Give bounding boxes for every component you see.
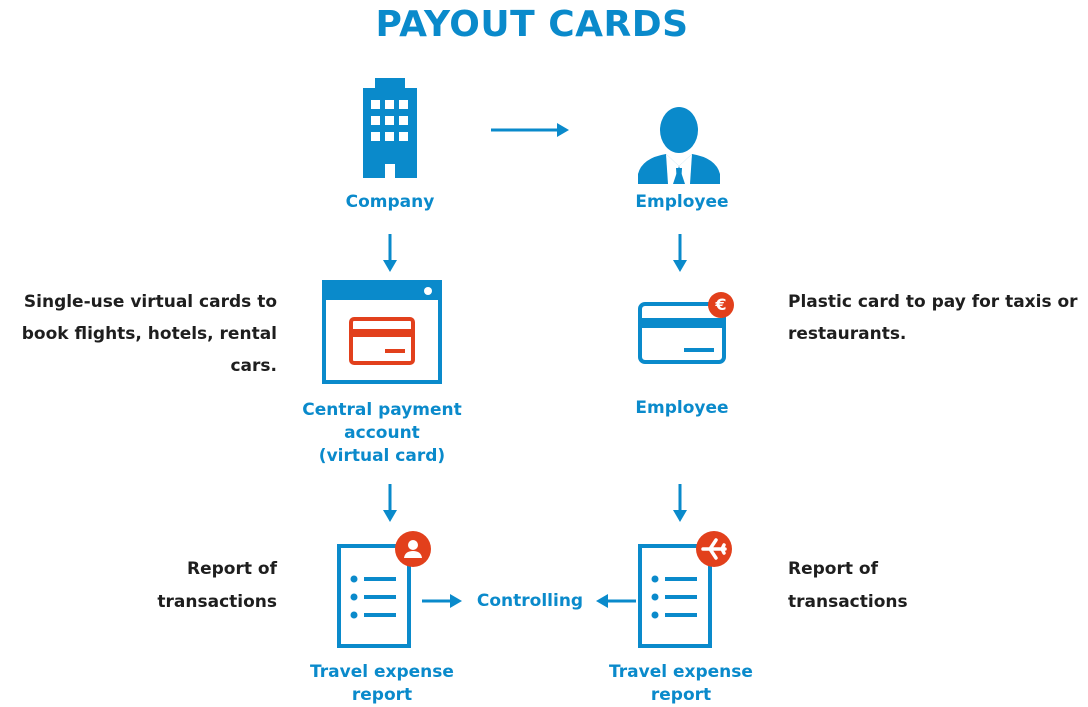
credit-card-icon xyxy=(638,292,734,364)
travel-right-label-2: report xyxy=(650,685,712,705)
arrow-down-icon xyxy=(383,484,397,522)
person-icon xyxy=(638,107,720,184)
user-badge-icon xyxy=(395,531,431,567)
arrow-down-icon xyxy=(383,234,397,272)
plastic-card-desc-2: restaurants. xyxy=(788,324,907,344)
arrow-down-icon xyxy=(673,484,687,522)
report-right-desc-1: Report of xyxy=(788,559,878,579)
document-list-icon xyxy=(337,544,411,648)
employee-card-label: Employee xyxy=(635,398,729,418)
company-label: Company xyxy=(345,192,435,212)
controlling-label: Controlling xyxy=(476,591,584,611)
travel-right-label-1: Travel expense xyxy=(609,662,753,682)
central-account-label-2: account xyxy=(344,423,420,443)
central-account-label-3: (virtual card) xyxy=(318,446,446,466)
virtual-cards-desc-2: book flights, hotels, rental xyxy=(21,324,277,344)
travel-left-label-2: report xyxy=(351,685,413,705)
arrow-left-icon xyxy=(596,594,636,608)
employee-top-label: Employee xyxy=(635,192,729,212)
page-title: PAYOUT CARDS xyxy=(375,4,689,45)
arrow-right-icon xyxy=(491,123,569,137)
central-account-label-1: Central payment xyxy=(302,400,462,420)
virtual-cards-desc-1: Single-use virtual cards to xyxy=(23,292,277,312)
arrow-down-icon xyxy=(673,234,687,272)
plastic-card-desc-1: Plastic card to pay for taxis or xyxy=(788,292,1078,312)
virtual-cards-desc-3: cars. xyxy=(230,356,277,376)
airplane-badge-icon xyxy=(696,531,732,567)
document-list-icon xyxy=(638,544,712,648)
report-left-desc-1: Report of xyxy=(187,559,277,579)
arrow-right-icon xyxy=(422,594,462,608)
report-right-desc-2: transactions xyxy=(788,592,908,612)
travel-left-label-1: Travel expense xyxy=(310,662,454,682)
report-left-desc-2: transactions xyxy=(157,592,277,612)
euro-badge: € xyxy=(715,295,727,314)
building-icon xyxy=(363,78,417,178)
browser-card-icon xyxy=(322,280,442,384)
